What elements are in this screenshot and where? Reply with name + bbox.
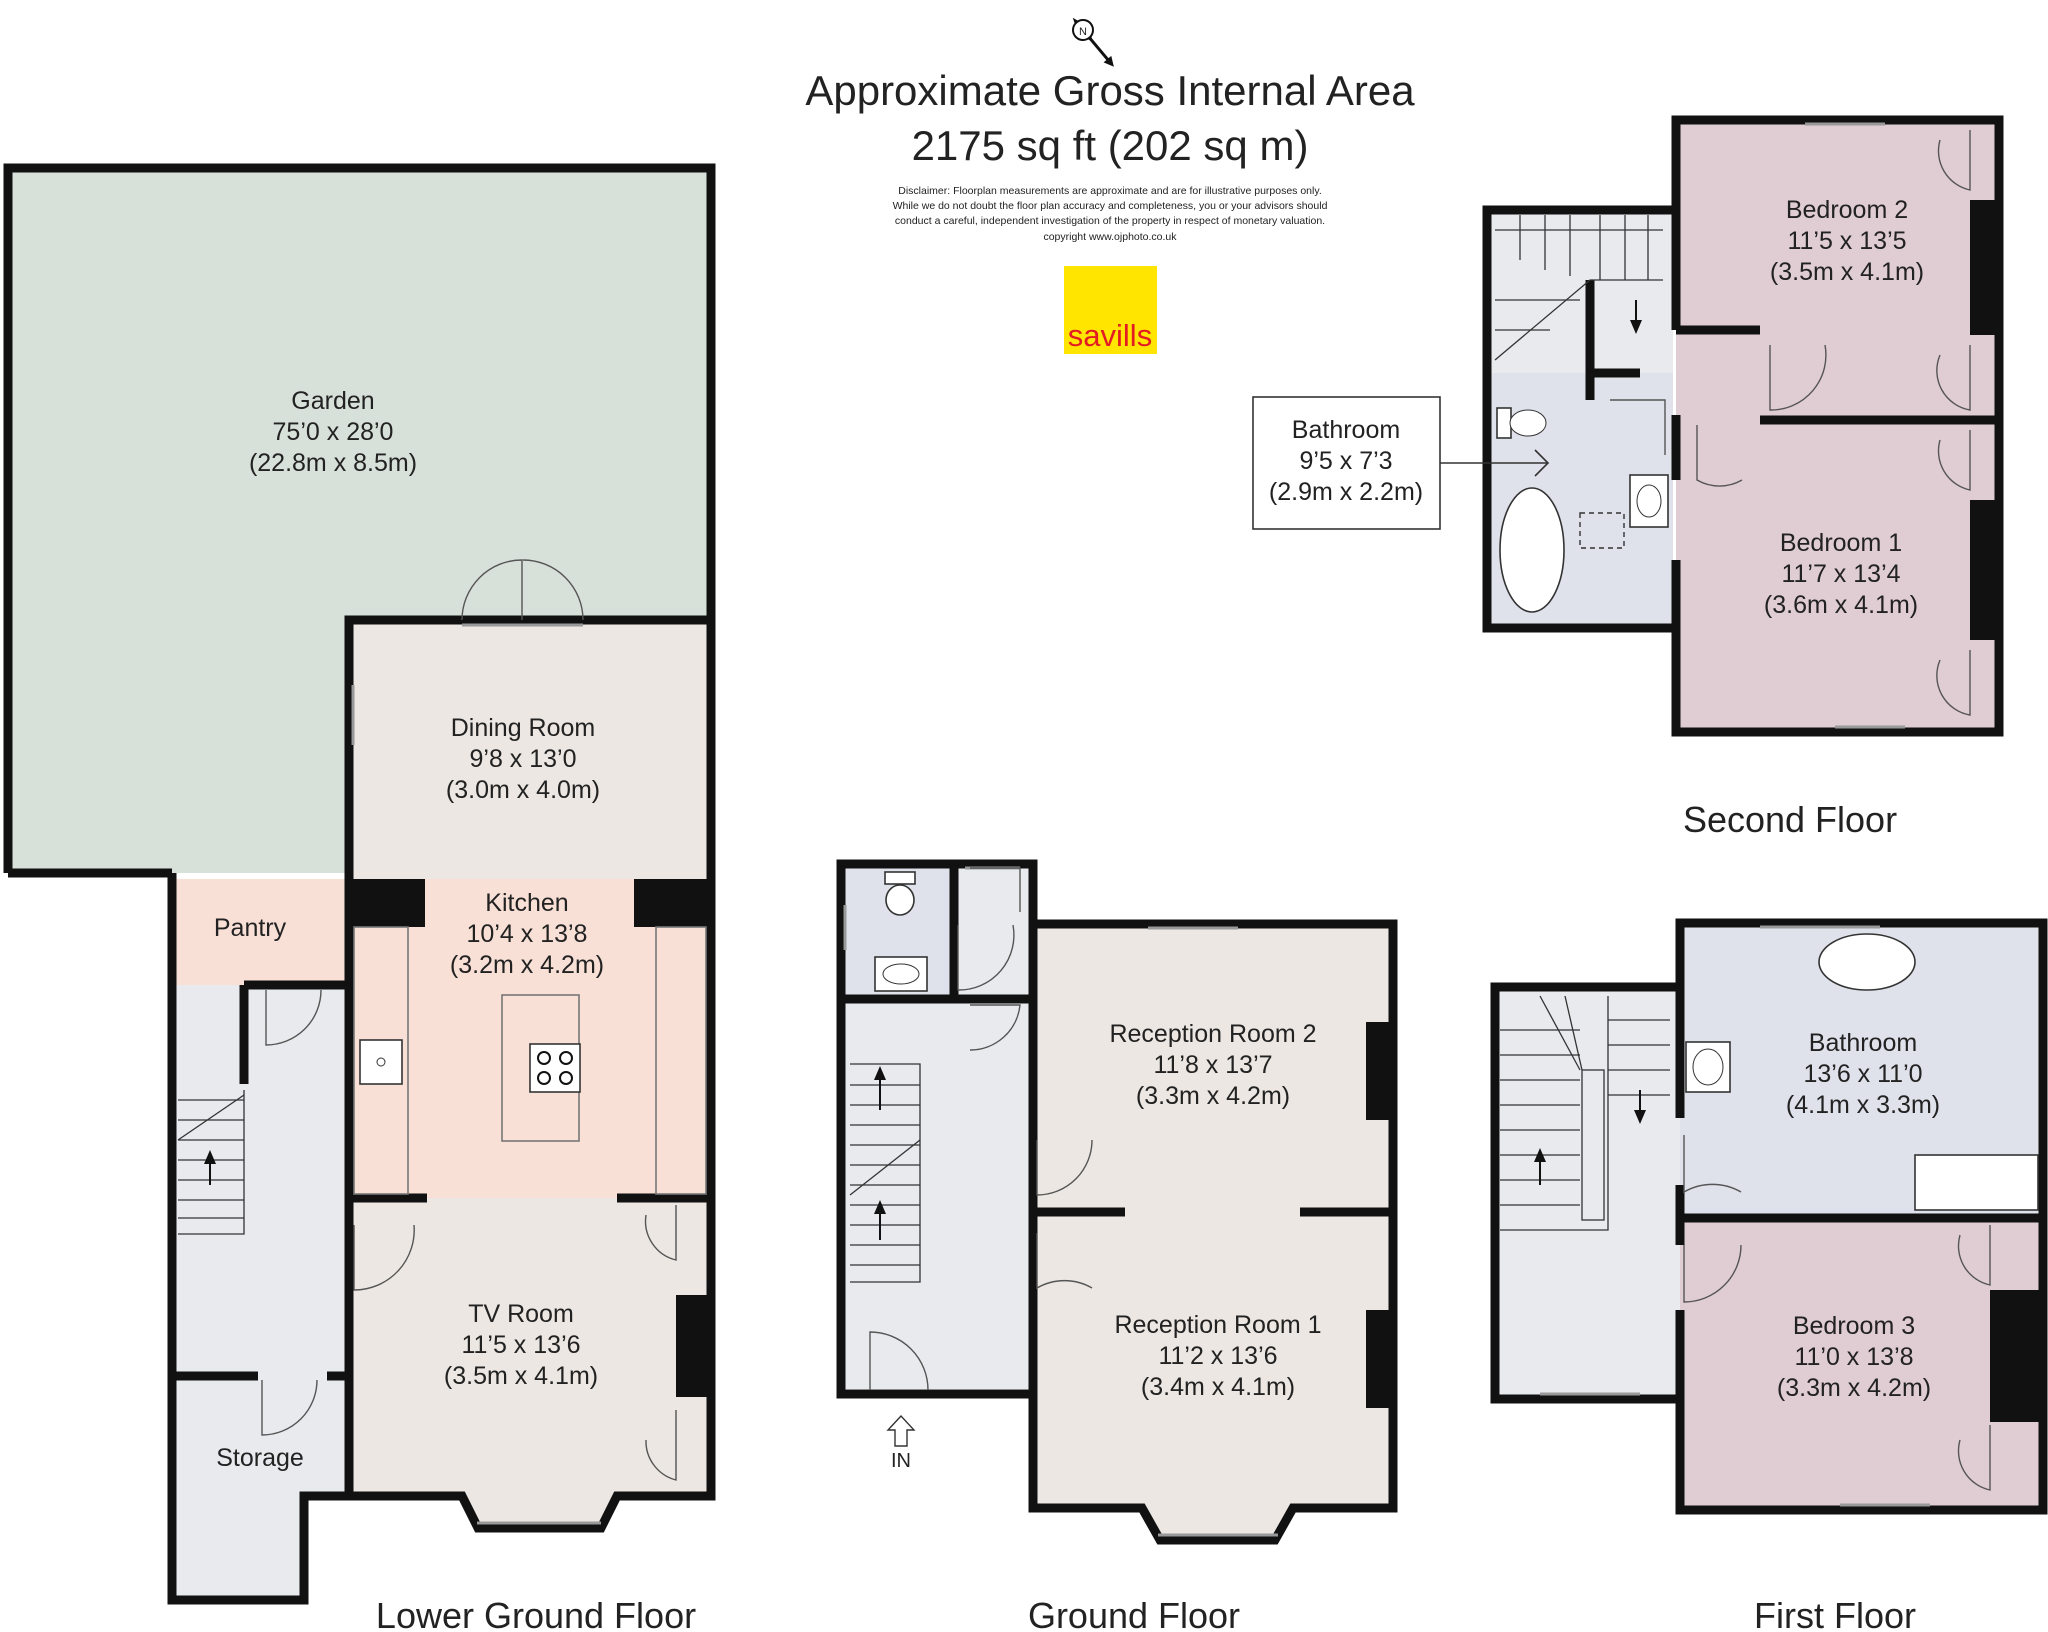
tv-room-label: TV Room 11’5 x 13’6 (3.5m x 4.1m) (444, 1300, 598, 1390)
bedroom-2-label: Bedroom 2 11’5 x 13’5 (3.5m x 4.1m) (1770, 196, 1924, 286)
storage-label: Storage (216, 1444, 304, 1472)
room-dims: 11’8 x 13’7 (1153, 1051, 1272, 1079)
room-dims-metric: (3.5m x 4.1m) (444, 1362, 598, 1390)
room-name: Garden (291, 387, 374, 415)
bedroom-1-label: Bedroom 1 11’7 x 13’4 (3.6m x 4.1m) (1764, 529, 1918, 619)
ground-floor: IN Reception Room 2 11’8 x 13’7 (3.3m x … (836, 859, 1398, 1632)
entrance-marker: IN (886, 1414, 916, 1472)
compass: N (1072, 17, 1114, 67)
room-dims: 10’4 x 13’8 (467, 920, 588, 948)
floor-label-ground: Ground Floor (1028, 1595, 1240, 1632)
room-name: Reception Room 1 (1114, 1311, 1321, 1339)
stairs-first (1500, 995, 1670, 1231)
disclaimer-line: conduct a careful, independent investiga… (895, 215, 1325, 227)
room-name: Kitchen (485, 889, 568, 917)
area-title: Approximate Gross Internal Area (805, 67, 1415, 114)
lower-ground-floor: Garden 75’0 x 28’0 (22.8m x 8.5m) Dining… (3, 163, 716, 1632)
floor-label-lower-ground: Lower Ground Floor (376, 1595, 696, 1632)
room-name: TV Room (468, 1300, 574, 1328)
room-name: Reception Room 2 (1109, 1020, 1316, 1048)
room-name: Bedroom 3 (1793, 1312, 1915, 1340)
room-name: Bathroom (1809, 1029, 1917, 1057)
room-dims: 13’6 x 11’0 (1803, 1060, 1922, 1088)
bathroom-first-label: Bathroom 13’6 x 11’0 (4.1m x 3.3m) (1786, 1029, 1940, 1119)
disclaimer: Disclaimer: Floorplan measurements are a… (893, 185, 1328, 243)
room-dims-metric: (3.5m x 4.1m) (1770, 258, 1924, 286)
floor-label-first: First Floor (1754, 1595, 1916, 1632)
room-dims-metric: (3.4m x 4.1m) (1141, 1373, 1295, 1401)
callout-dims-metric: (2.9m x 2.2m) (1269, 478, 1423, 506)
garden-label: Garden 75’0 x 28’0 (22.8m x 8.5m) (249, 387, 417, 477)
room-dims-metric: (3.6m x 4.1m) (1764, 591, 1918, 619)
bathroom-callout: Bathroom 9’5 x 7’3 (2.9m x 2.2m) (1252, 396, 1550, 530)
compass-label: N (1079, 26, 1087, 38)
dining-room-area (349, 620, 711, 879)
dining-room-label: Dining Room 9’8 x 13’0 (3.0m x 4.0m) (446, 714, 600, 804)
second-floor: Bathroom 9’5 x 7’3 (2.9m x 2.2m) Bedroom… (1252, 115, 2004, 840)
stairs-ground (849, 1063, 921, 1283)
room-dims-metric: (3.3m x 4.2m) (1136, 1082, 1290, 1110)
room-dims-metric: (3.3m x 4.2m) (1777, 1374, 1931, 1402)
entrance-label: IN (891, 1450, 911, 1472)
logo-text: savills (1068, 318, 1152, 353)
bedroom-3-label: Bedroom 3 11’0 x 13’8 (3.3m x 4.2m) (1777, 1312, 1931, 1402)
room-dims-metric: (22.8m x 8.5m) (249, 449, 417, 477)
lobby-area (954, 864, 1029, 999)
landing-area (1487, 210, 1673, 373)
first-floor: Bathroom 13’6 x 11’0 (4.1m x 3.3m) Bedro… (1490, 918, 2048, 1632)
room-dims: 11’2 x 13’6 (1158, 1342, 1277, 1370)
garden-area (8, 168, 711, 873)
room-dims: 11’7 x 13’4 (1781, 560, 1900, 588)
disclaimer-line: Disclaimer: Floorplan measurements are a… (898, 185, 1322, 197)
stairs-lower-ground (177, 1090, 245, 1235)
hall-area (841, 999, 1029, 1389)
kitchen-area (349, 879, 711, 1198)
savills-logo: savills (1064, 266, 1157, 354)
area-total: 2175 sq ft (202 sq m) (912, 122, 1309, 169)
room-name: Bedroom 1 (1780, 529, 1902, 557)
room-name: Bedroom 2 (1786, 196, 1908, 224)
room-name: Storage (216, 1444, 304, 1472)
room-dims-metric: (3.0m x 4.0m) (446, 776, 600, 804)
room-dims: 11’0 x 13’8 (1794, 1343, 1913, 1371)
room-dims-metric: (4.1m x 3.3m) (1786, 1091, 1940, 1119)
bedroom-2-area (1676, 120, 1999, 420)
stairs-second (1494, 215, 1663, 361)
room-dims: 75’0 x 28’0 (273, 418, 394, 446)
disclaimer-line: While we do not doubt the floor plan acc… (893, 200, 1328, 212)
pantry-label: Pantry (214, 914, 287, 942)
callout-dims: 9’5 x 7’3 (1299, 447, 1392, 475)
floor-label-second: Second Floor (1683, 799, 1897, 840)
reception-room-2-label: Reception Room 2 11’8 x 13’7 (3.3m x 4.2… (1109, 1020, 1316, 1110)
room-dims: 9’8 x 13’0 (469, 745, 576, 773)
landing-area (1495, 987, 1680, 1399)
storage-area (172, 1376, 349, 1600)
bedroom-3-area (1680, 1218, 2043, 1510)
reception-room-1-label: Reception Room 1 11’2 x 13’6 (3.4m x 4.1… (1114, 1311, 1321, 1401)
reception-rooms-area (1033, 924, 1393, 1540)
room-name: Pantry (214, 914, 287, 942)
tv-room-area (349, 1198, 711, 1528)
room-dims-metric: (3.2m x 4.2m) (450, 951, 604, 979)
disclaimer-line: copyright www.ojphoto.co.uk (1043, 231, 1177, 243)
kitchen-label: Kitchen 10’4 x 13’8 (3.2m x 4.2m) (450, 889, 604, 979)
room-name: Dining Room (451, 714, 596, 742)
room-dims: 11’5 x 13’5 (1787, 227, 1906, 255)
room-dims: 11’5 x 13’6 (461, 1331, 580, 1359)
callout-name: Bathroom (1292, 416, 1400, 444)
